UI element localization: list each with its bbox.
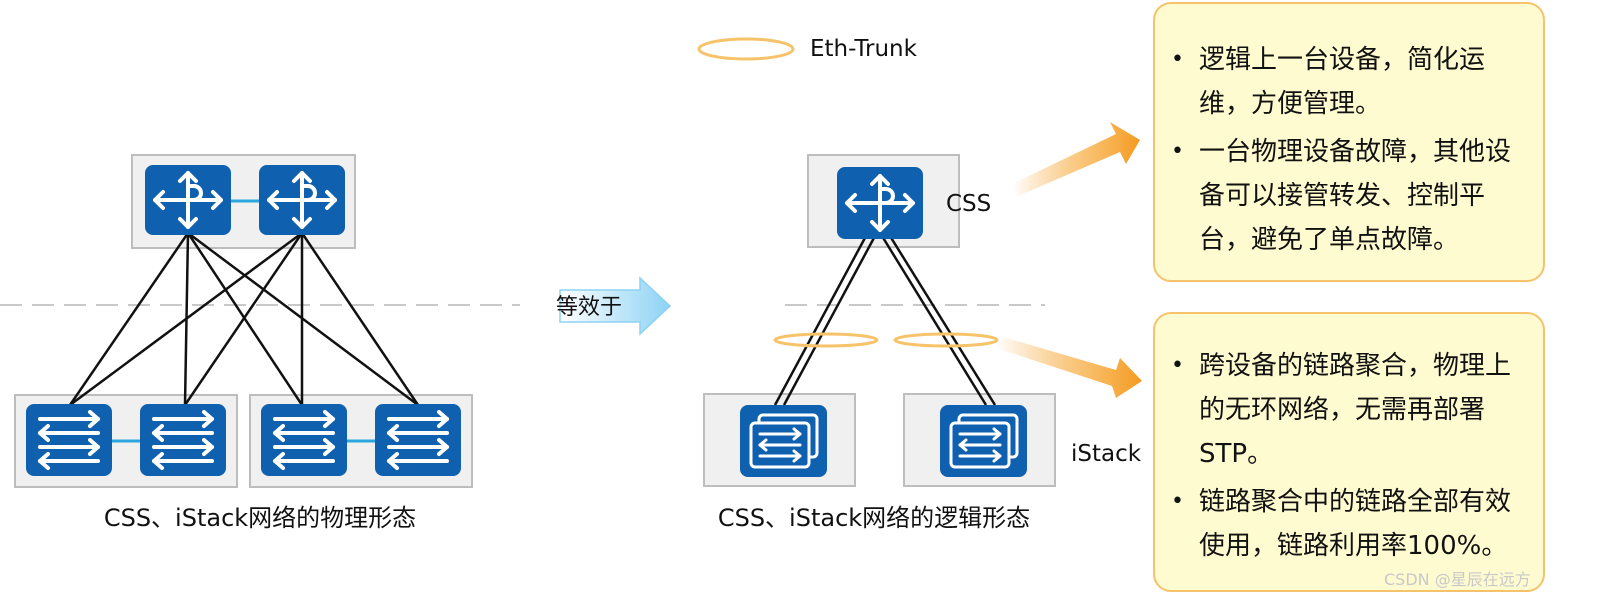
watermark: CSDN @星辰在远方 <box>1384 570 1531 589</box>
list-item: 链路聚合中的链路全部有效使用，链路利用率100%。 <box>1155 480 1529 568</box>
eth-trunk-ring <box>773 332 879 348</box>
list-item: 一台物理设备故障，其他设备可以接管转发、控制平台，避免了单点故障。 <box>1155 130 1529 262</box>
istack-benefits-list: 跨设备的链路聚合，物理上的无环网络，无需再部署STP。 链路聚合中的链路全部有效… <box>1155 344 1529 568</box>
css-callout-arrow <box>1012 122 1140 196</box>
eth-trunk-ring <box>893 332 999 348</box>
router-icon <box>259 165 345 235</box>
eth-trunk-legend-ring <box>697 37 795 61</box>
stacked-switch-icon <box>740 405 827 477</box>
stacked-switch-icon <box>940 405 1027 477</box>
equivalence-label: 等效于 <box>556 295 623 320</box>
equivalence-arrow <box>559 276 672 336</box>
css-benefits-box: 逻辑上一台设备，简化运维，方便管理。 一台物理设备故障，其他设备可以接管转发、控… <box>1153 2 1545 282</box>
istack-callout-arrow <box>996 336 1142 398</box>
physical-caption: CSS、iStack网络的物理形态 <box>103 504 417 532</box>
list-item: 逻辑上一台设备，简化运维，方便管理。 <box>1155 38 1529 126</box>
logical-caption: CSS、iStack网络的逻辑形态 <box>717 504 1031 532</box>
list-item: 跨设备的链路聚合，物理上的无环网络，无需再部署STP。 <box>1155 344 1529 476</box>
istack-label: iStack <box>1071 441 1142 467</box>
switch-icon <box>26 404 112 476</box>
switch-icon <box>140 404 226 476</box>
physical-mesh-links <box>68 231 420 407</box>
istack-benefits-box: 跨设备的链路聚合，物理上的无环网络，无需再部署STP。 链路聚合中的链路全部有效… <box>1153 312 1545 592</box>
css-label: CSS <box>946 191 992 217</box>
switch-icon <box>375 404 461 476</box>
router-icon <box>145 165 231 235</box>
css-benefits-list: 逻辑上一台设备，简化运维，方便管理。 一台物理设备故障，其他设备可以接管转发、控… <box>1155 38 1529 262</box>
router-icon <box>837 167 923 239</box>
eth-trunk-legend-label: Eth-Trunk <box>810 36 917 62</box>
switch-icon <box>261 404 347 476</box>
eth-trunk-links <box>773 235 997 406</box>
